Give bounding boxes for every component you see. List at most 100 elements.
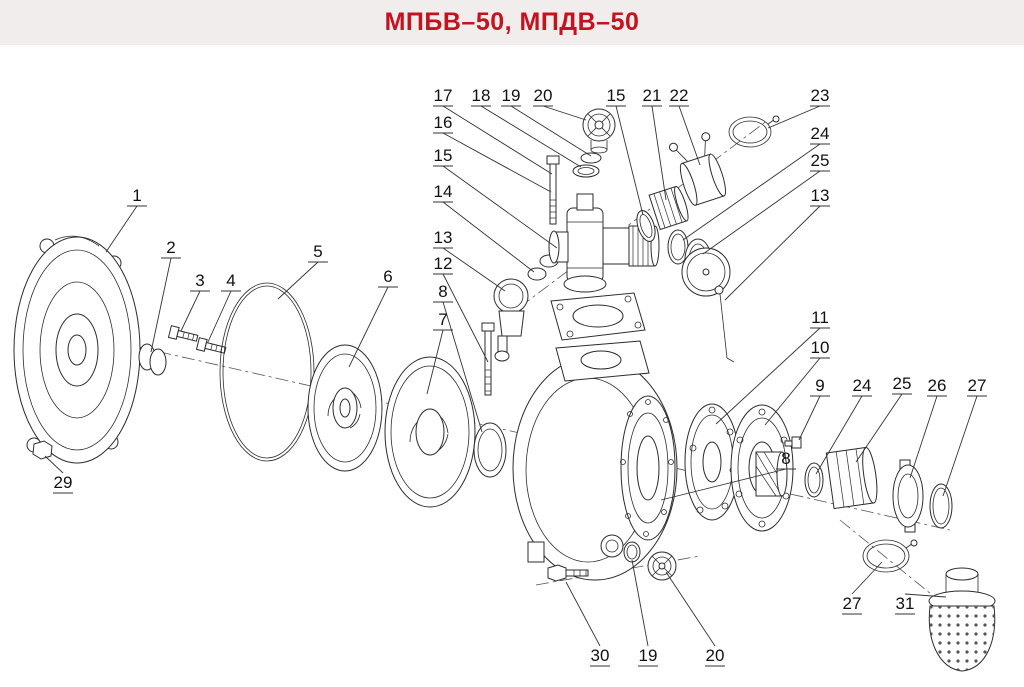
leader-line-30 [565,581,601,647]
callout-number-25: 25 [811,151,830,170]
leader-line-11 [715,327,821,425]
leader-line-9 [798,395,821,441]
camlock-coupling [668,132,727,206]
leader-line-2 [150,257,172,353]
leader-line-24 [682,143,821,241]
callout-number-27: 27 [843,594,862,613]
callout-number-24: 24 [811,124,830,143]
leader-line-27 [942,395,978,497]
drain-cap [647,551,677,581]
valve-body [548,193,660,293]
callout-number-15: 15 [607,86,626,105]
leader-line-17 [442,105,553,175]
callout-number-19: 19 [502,86,521,105]
leader-line-3 [180,290,201,332]
cap-washers [572,152,602,178]
filler-cap-top [582,108,616,154]
leader-line-6 [348,286,389,368]
wear-ring-rear [473,422,507,478]
rear-cover [13,235,141,464]
coupling-half [892,459,924,533]
hose-clamp-top [728,115,780,148]
leader-line-15 [442,165,558,249]
callout-number-22: 22 [670,86,689,105]
callout-number-16: 16 [434,113,453,132]
callout-number-20: 20 [706,646,725,665]
axis-lines [17,119,986,639]
leader-line-23 [767,105,821,129]
leader-line-25 [855,393,903,463]
leader-line-1 [105,205,138,253]
dipstick-rod [714,285,735,363]
page-title: МПБВ–50, МПДВ–50 [384,8,640,36]
leader-line-24 [815,395,863,475]
o-ring-large [219,282,315,462]
callout-number-15: 15 [434,146,453,165]
leader-line-12 [442,273,489,363]
pump-body [512,340,678,581]
bolt-4 [195,337,227,354]
leader-line-5 [277,261,319,300]
callout-number-21: 21 [643,86,662,105]
leader-line-21 [651,105,667,201]
callout-number-11: 11 [811,308,829,327]
suction-strainer [928,567,996,672]
callout-number-26: 26 [928,376,947,395]
threaded-sleeve [755,451,788,497]
title-banner: МПБВ–50, МПДВ–50 [0,0,1024,45]
leader-line-19 [631,559,649,647]
callout-number-19: 19 [639,646,658,665]
callout-number-30: 30 [591,646,610,665]
leader-line-20 [542,105,587,121]
callout-number-6: 6 [383,267,392,286]
callout-number-18: 18 [472,86,491,105]
callout-number-12: 12 [434,254,453,273]
callout-number-3: 3 [195,271,204,290]
callout-number-14: 14 [434,182,453,201]
callout-number-20: 20 [534,86,553,105]
callout-number-4: 4 [226,271,235,290]
callout-number-10: 10 [811,338,830,357]
leader-line-16 [442,132,552,193]
callout-number-17: 17 [434,86,453,105]
callout-number-13: 13 [434,228,453,247]
leader-line-29 [44,455,64,474]
leader-line-27 [851,561,883,595]
leader-line-13 [442,247,506,292]
callout-number-25: 25 [893,374,912,393]
leader-line-22 [678,105,701,166]
callout-number-29: 29 [54,473,73,492]
callout-number-8: 8 [438,282,447,301]
threaded-nipple [648,185,689,231]
leader-line-4 [207,290,232,343]
round-cover [681,247,731,297]
callout-number-1: 1 [132,186,141,205]
bolt-9 [784,436,802,449]
leader-line-18 [480,105,582,168]
callout-number-5: 5 [313,242,322,261]
callout-number-13: 13 [811,186,830,205]
seal-ring-top [636,210,656,242]
leader-line-20 [665,571,716,647]
callout-number-24: 24 [853,376,872,395]
drain-bolt [547,564,589,582]
callout-number-23: 23 [811,86,830,105]
leader-line-8 [660,468,787,501]
leader-line-31 [904,593,947,598]
leader-line-10 [764,357,821,426]
nut [32,440,53,460]
leader-line-8 [442,301,483,433]
priming-pump [493,278,529,362]
callout-number-7: 7 [438,310,447,329]
callout-number-31: 31 [896,594,915,613]
mounting-gasket [550,292,646,341]
leader-line-14 [442,201,535,273]
callout-number-27: 27 [968,376,987,395]
leader-line-7 [426,329,444,395]
valve-stud [546,155,560,225]
drain-ring [623,541,641,563]
impeller [307,344,383,472]
bolt-3 [167,325,199,342]
callout-number-2: 2 [166,238,175,257]
